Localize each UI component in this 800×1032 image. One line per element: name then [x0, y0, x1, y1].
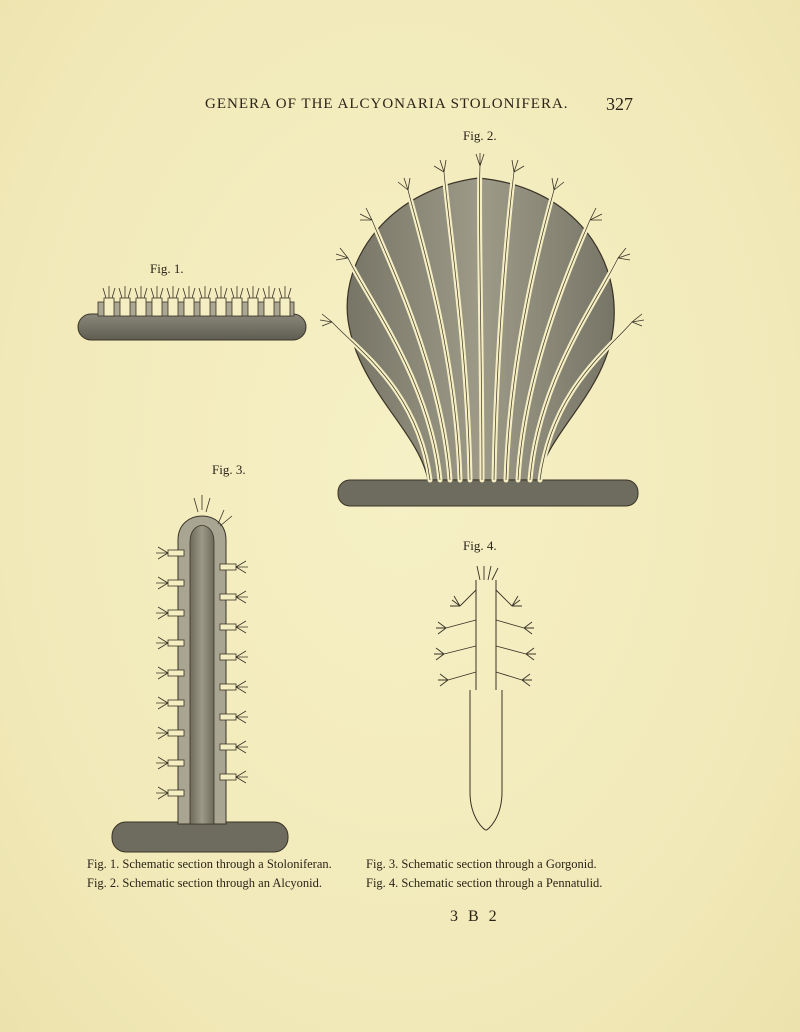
caption-right: Fig. 3. Schematic section through a Gorg…	[366, 855, 602, 893]
fig3-label: Fig. 3.	[212, 462, 246, 477]
caption-fig2: Fig. 2. Schematic section through an Alc…	[87, 876, 323, 890]
caption-fig3: Fig. 3. Schematic section through a Gorg…	[366, 857, 597, 871]
fig1-stoloniferan-illustration	[77, 286, 307, 341]
page-number: 327	[606, 94, 633, 114]
fig4-pennatulid-illustration	[434, 565, 536, 831]
signature-mark: 3 B 2	[450, 908, 500, 925]
fig1-label: Fig. 1.	[150, 261, 184, 276]
running-title: GENERA OF THE ALCYONARIA STOLONIFERA.	[205, 96, 569, 112]
fig2-label: Fig. 2.	[463, 128, 497, 143]
caption-fig4: Fig. 4. Schematic section through a Penn…	[366, 876, 603, 890]
fig3-gorgonid-illustration	[111, 495, 289, 853]
caption-left: Fig. 1. Schematic section through a Stol…	[87, 855, 332, 893]
fig2-alcyonid-illustration	[319, 153, 645, 507]
caption-fig1: Fig. 1. Schematic section through a Stol…	[87, 857, 332, 871]
fig4-label: Fig. 4.	[463, 538, 497, 553]
